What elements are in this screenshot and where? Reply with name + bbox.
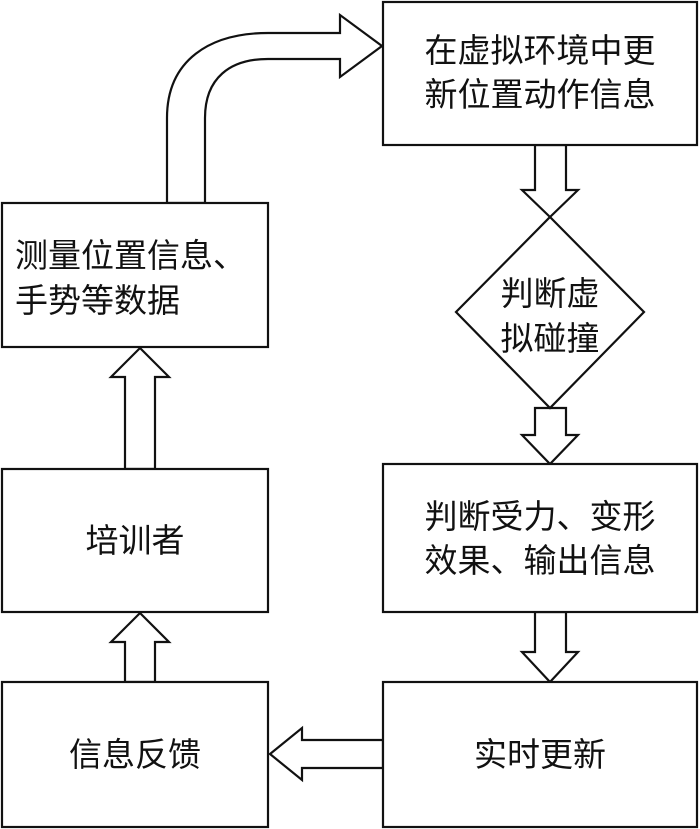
node-collision: 判断虚 拟碰撞 (454, 215, 646, 410)
node-collision-line2: 拟碰撞 (501, 319, 600, 358)
node-force-line1: 判断受力、变形 (425, 497, 656, 536)
curved-arrow-measure-to-update (165, 12, 384, 205)
node-update-virtual-line1: 在虚拟环境中更 (425, 31, 656, 70)
node-realtime-label: 实时更新 (474, 735, 606, 774)
node-feedback-label: 信息反馈 (69, 735, 201, 774)
arrow-feedback-to-trainee (108, 611, 172, 684)
arrow-realtime-to-feedback (268, 725, 385, 783)
node-measure-line1: 测量位置信息、 (15, 236, 246, 275)
node-collision-line1: 判断虚 (501, 274, 600, 313)
node-trainee: 培训者 (0, 467, 270, 614)
node-realtime: 实时更新 (381, 680, 699, 829)
node-feedback: 信息反馈 (0, 680, 270, 829)
node-measure-line2: 手势等数据 (15, 281, 180, 320)
arrow-force-to-realtime (519, 610, 581, 684)
node-measure: 测量位置信息、 手势等数据 (0, 201, 270, 349)
node-trainee-label: 培训者 (86, 521, 185, 560)
node-force: 判断受力、变形 效果、输出信息 (381, 462, 699, 614)
node-force-line2: 效果、输出信息 (425, 541, 656, 580)
arrow-update-to-collision (519, 143, 581, 219)
node-update-virtual: 在虚拟环境中更 新位置动作信息 (381, 0, 699, 147)
node-update-virtual-line2: 新位置动作信息 (425, 75, 656, 114)
arrow-trainee-to-measure (108, 346, 172, 471)
arrow-collision-to-force (519, 406, 581, 466)
